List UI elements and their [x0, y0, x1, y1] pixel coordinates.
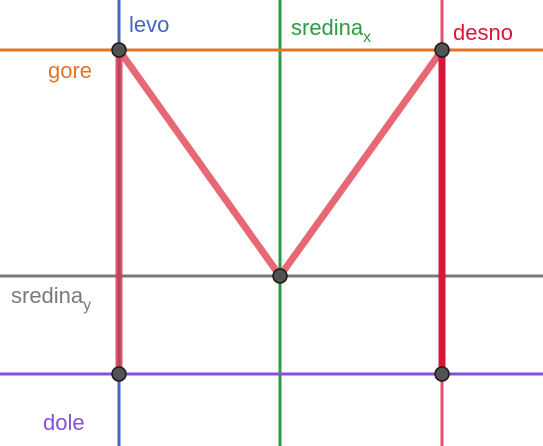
m-diagonal-left — [115, 46, 284, 280]
point-top-right[interactable] — [434, 42, 450, 58]
gore-label-text: gore — [48, 58, 93, 83]
dole-label: dole — [43, 412, 85, 434]
levo-label-text: levo — [129, 12, 170, 37]
desno-label-text: desno — [453, 20, 513, 45]
gore-label: gore — [48, 60, 92, 82]
m-diagonal-right — [276, 46, 446, 280]
levo-label: levo — [129, 14, 169, 36]
point-middle[interactable] — [272, 268, 288, 284]
sredina-x-label: sredinax — [291, 15, 371, 46]
sredina-y-label: sredinay — [11, 283, 91, 314]
point-bottom-left[interactable] — [111, 366, 127, 382]
desno-label: desno — [453, 22, 513, 44]
sredina-x-label-text: sredina — [291, 15, 364, 40]
sredina-y-label-subscript: y — [83, 297, 92, 314]
point-top-left[interactable] — [111, 42, 127, 58]
sredina-y-label-text: sredina — [11, 283, 84, 308]
sredina-x-label-subscript: x — [363, 29, 372, 46]
dole-label-text: dole — [43, 410, 85, 435]
point-bottom-right[interactable] — [434, 366, 450, 382]
